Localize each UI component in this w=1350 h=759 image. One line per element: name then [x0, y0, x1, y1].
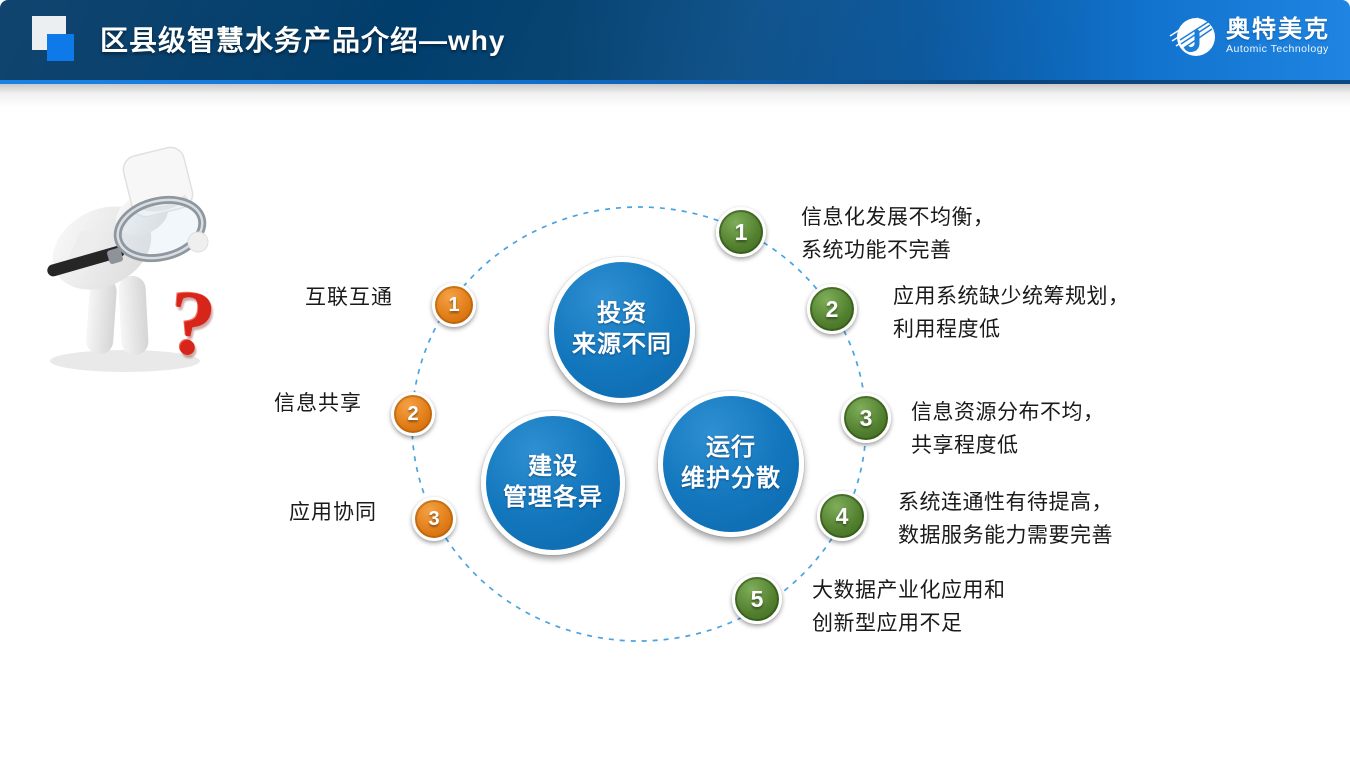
annotation-1: 信息化发展不均衡， 系统功能不完善	[801, 201, 995, 267]
badge-number: 2	[825, 295, 839, 322]
circle-line: 管理各异	[503, 485, 603, 511]
circle-build-management: 建设 管理各异	[481, 411, 625, 555]
header-sheen	[0, 0, 1350, 80]
annotation-line: 系统功能不完善	[801, 238, 952, 262]
badge-number: 1	[734, 218, 748, 245]
brand-logo: 奥特美克 Automic Technology	[1168, 10, 1330, 62]
annotation-line: 大数据产业化应用和	[812, 578, 1006, 602]
circle-line: 投资	[597, 301, 647, 327]
left-label-interconnect: 互联互通	[305, 285, 393, 309]
circle-operation-maintenance: 运行 维护分散	[658, 391, 804, 537]
annotation-line: 共享程度低	[911, 433, 1019, 457]
badge-number: 4	[835, 502, 849, 529]
left-badge-2: 2	[391, 392, 435, 436]
right-badge-2: 2	[807, 284, 857, 334]
annotation-line: 利用程度低	[893, 317, 1001, 341]
right-badge-4: 4	[817, 491, 867, 541]
figure-icon	[47, 146, 209, 372]
annotation-line: 系统连通性有待提高，	[898, 490, 1113, 514]
left-label-info-sharing: 信息共享	[274, 391, 362, 415]
annotation-4: 系统连通性有待提高， 数据服务能力需要完善	[898, 486, 1113, 552]
annotation-5: 大数据产业化应用和 创新型应用不足	[812, 574, 1006, 640]
left-badge-3: 3	[412, 497, 456, 541]
brand-name: 奥特美克	[1226, 15, 1330, 43]
badge-number: 2	[407, 402, 419, 425]
title-squares-icon	[32, 16, 76, 62]
annotation-2: 应用系统缺少统筹规划， 利用程度低	[893, 280, 1130, 346]
right-badge-3: 3	[841, 393, 891, 443]
header-bar: 区县级智慧水务产品介绍—why 奥特美克 Automic Technolog	[0, 0, 1350, 80]
annotation-line: 信息化发展不均衡，	[801, 205, 995, 229]
badge-number: 3	[428, 507, 440, 530]
annotation-3: 信息资源分布不均， 共享程度低	[911, 396, 1105, 462]
badge-number: 1	[448, 293, 460, 316]
right-badge-5: 5	[732, 574, 782, 624]
circle-investment-source: 投资 来源不同	[549, 257, 695, 403]
magnifier-figure-illustration: ?	[30, 145, 255, 395]
header-shadow	[0, 84, 1350, 108]
annotation-line: 信息资源分布不均，	[911, 400, 1105, 424]
left-badge-1: 1	[432, 283, 476, 327]
annotation-line: 数据服务能力需要完善	[898, 523, 1113, 547]
page-title: 区县级智慧水务产品介绍—why	[100, 25, 506, 56]
header-accent-strip	[0, 80, 1350, 84]
circle-line: 运行	[706, 435, 756, 461]
circle-line: 建设	[528, 454, 578, 480]
brand-subtitle: Automic Technology	[1226, 42, 1329, 55]
badge-number: 5	[750, 585, 764, 612]
circle-line: 维护分散	[681, 466, 781, 492]
annotation-line: 应用系统缺少统筹规划，	[893, 284, 1130, 308]
circle-line: 来源不同	[572, 332, 672, 358]
annotation-line: 创新型应用不足	[812, 611, 963, 635]
blue-square-icon	[47, 34, 74, 61]
question-mark-icon: ?	[165, 270, 220, 376]
brand-logo-icon	[1169, 17, 1215, 56]
right-badge-1: 1	[716, 207, 766, 257]
badge-number: 3	[859, 404, 873, 431]
left-label-app-collaboration: 应用协同	[289, 500, 377, 524]
